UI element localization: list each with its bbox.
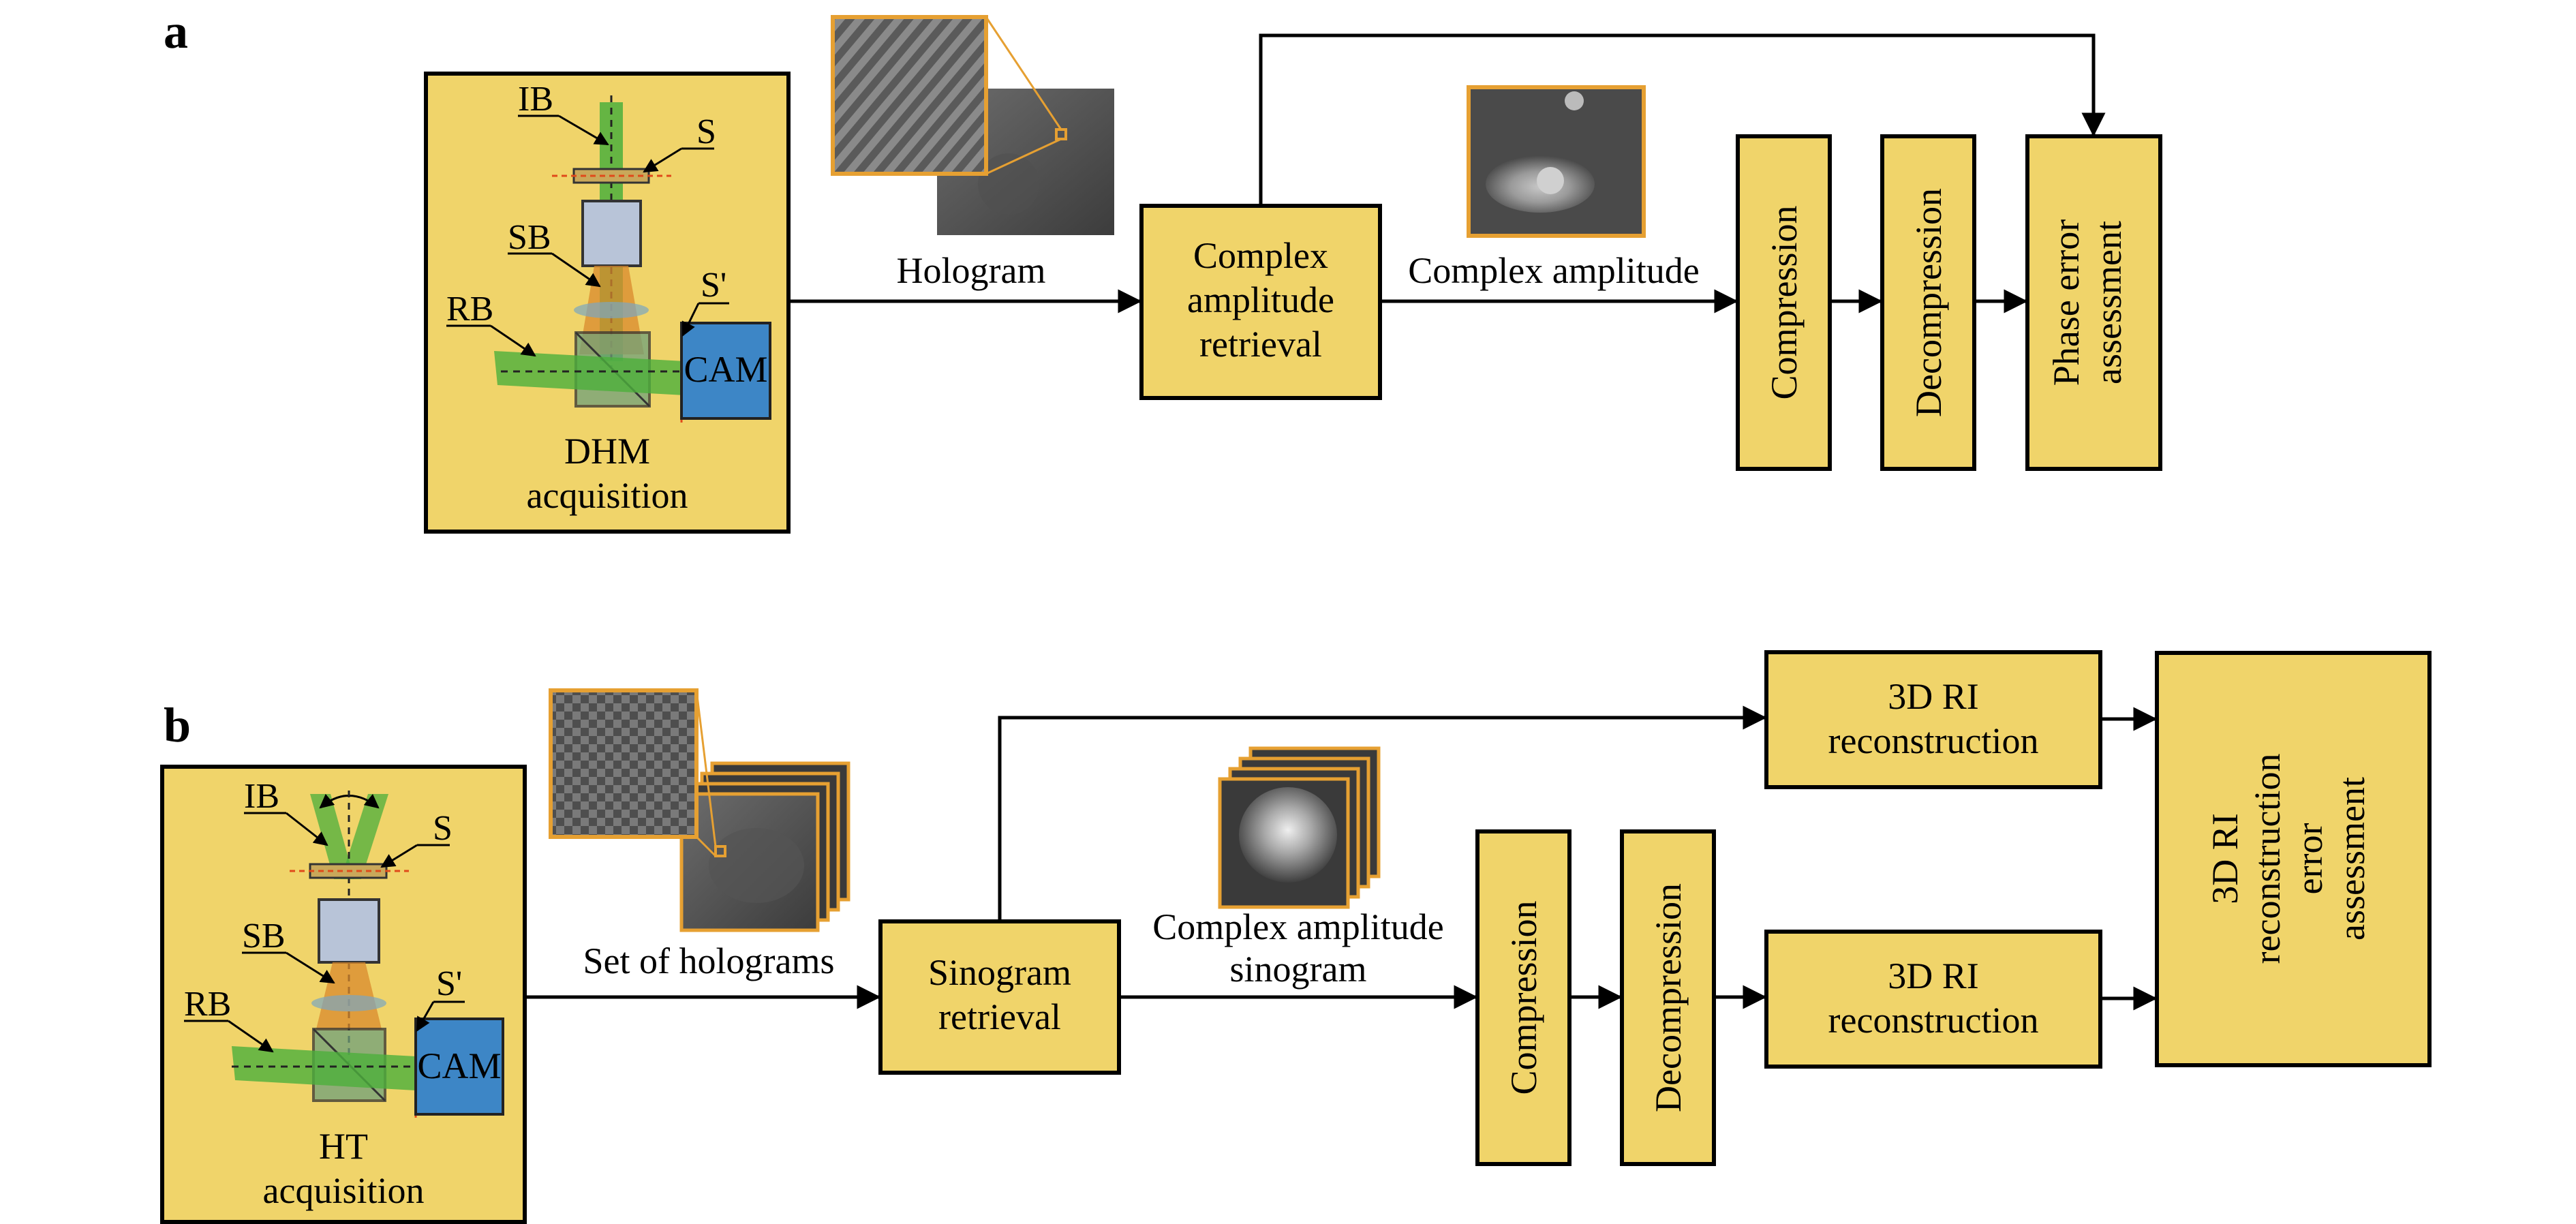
s-prime-label: S' xyxy=(701,266,726,305)
ri-recon-top-line-1: 3D RI xyxy=(1888,676,1979,717)
panel-a-letter: a xyxy=(164,4,188,59)
hologram-set-group: Set of holograms xyxy=(549,688,850,981)
sinogram-image-stack: Complex amplitude sinogram xyxy=(1152,746,1444,990)
cam-label: CAM xyxy=(684,349,767,390)
objective-lens-b xyxy=(318,898,380,964)
rb-label-b: RB xyxy=(184,985,231,1024)
camera-b xyxy=(414,1018,504,1116)
objective-lens xyxy=(581,200,642,267)
panel-b-letter: b xyxy=(164,698,191,752)
hologram-image-group: Hologram xyxy=(831,15,1114,291)
sinogram-retrieval-line-2: retrieval xyxy=(938,996,1061,1037)
hologram-zoom-image xyxy=(831,15,988,176)
dhm-acquisition-box: CAM IB S SB RB S' DHM acquisition xyxy=(424,72,791,534)
ri-reconstruction-bottom-box: 3D RI reconstruction xyxy=(1764,930,2102,1069)
ri-error-assessment-box: 3D RI reconstruction error assessment xyxy=(2155,651,2432,1067)
s-prime-label-b: S' xyxy=(436,964,462,1003)
ri-reconstruction-top-box: 3D RI reconstruction xyxy=(1764,650,2102,789)
arrow-sinogram-to-recon-top xyxy=(998,705,1767,921)
ri-recon-top-line-2: reconstruction xyxy=(1828,720,2039,761)
compression-label-b: Compression xyxy=(1503,900,1544,1095)
sinogram-label-line-2: sinogram xyxy=(1230,949,1367,990)
complex-amplitude-label: Complex amplitude xyxy=(1408,250,1699,291)
ri-error-line-1: 3D RI xyxy=(2205,813,2245,904)
phase-error-line-1: Phase error xyxy=(2046,219,2087,386)
reference-beam-b xyxy=(232,1046,416,1090)
ri-recon-bottom-line-1: 3D RI xyxy=(1888,955,1979,996)
arrow-retrieval-to-assessment-bypass xyxy=(1259,33,2106,206)
ht-label: HT xyxy=(319,1126,368,1167)
decompression-label-b: Decompression xyxy=(1648,883,1689,1112)
ri-recon-bottom-line-2: reconstruction xyxy=(1828,1000,2039,1041)
decompression-box-a: Decompression xyxy=(1880,134,1976,471)
ht-acquisition-label: acquisition xyxy=(263,1170,425,1211)
compression-box-a: Compression xyxy=(1736,134,1832,471)
decompression-box-b: Decompression xyxy=(1620,829,1716,1166)
phase-error-assessment-box: Phase error assessment xyxy=(2025,134,2162,471)
retrieval-line-2: amplitude xyxy=(1187,279,1334,320)
compression-box-b: Compression xyxy=(1475,829,1571,1166)
panel-b: b CAM IB xyxy=(160,650,2432,1224)
reference-beam xyxy=(494,351,685,395)
set-of-holograms-label: Set of holograms xyxy=(583,940,835,981)
retrieval-line-3: retrieval xyxy=(1199,324,1322,365)
ri-error-line-4: assessment xyxy=(2331,777,2372,940)
decompression-label-a: Decompression xyxy=(1908,188,1949,417)
ht-acquisition-box: CAM IB S SB RB S' HT acquisition xyxy=(160,765,527,1224)
ri-error-line-2: reconstruction xyxy=(2247,754,2288,964)
sinogram-retrieval-line-1: Sinogram xyxy=(928,952,1071,993)
cam-label-b: CAM xyxy=(417,1045,501,1086)
sb-label-b: SB xyxy=(242,917,286,955)
sinogram-label-line-1: Complex amplitude xyxy=(1152,906,1443,947)
dhm-acquisition-label: acquisition xyxy=(527,475,688,516)
s-label-b: S xyxy=(433,809,453,848)
sinogram-retrieval-box: Sinogram retrieval xyxy=(878,919,1121,1075)
compression-label-a: Compression xyxy=(1764,205,1805,399)
retrieval-line-1: Complex xyxy=(1193,235,1328,276)
phase-error-line-2: assessment xyxy=(2088,221,2129,384)
s-label: S xyxy=(696,112,716,151)
hologram-label: Hologram xyxy=(897,250,1046,291)
ib-label-b: IB xyxy=(244,777,279,816)
complex-amplitude-retrieval-box: Complex amplitude retrieval xyxy=(1139,204,1382,400)
dhm-label: DHM xyxy=(564,431,650,472)
hologram-zoom-image-b xyxy=(549,688,699,839)
ri-error-line-3: error xyxy=(2289,823,2330,895)
illumination-beam-tilted xyxy=(310,794,354,879)
ib-label: IB xyxy=(518,80,553,119)
rb-label: RB xyxy=(446,290,493,328)
panel-a: a CAM IB xyxy=(164,4,2162,534)
sb-label: SB xyxy=(508,218,551,257)
camera xyxy=(680,322,771,420)
